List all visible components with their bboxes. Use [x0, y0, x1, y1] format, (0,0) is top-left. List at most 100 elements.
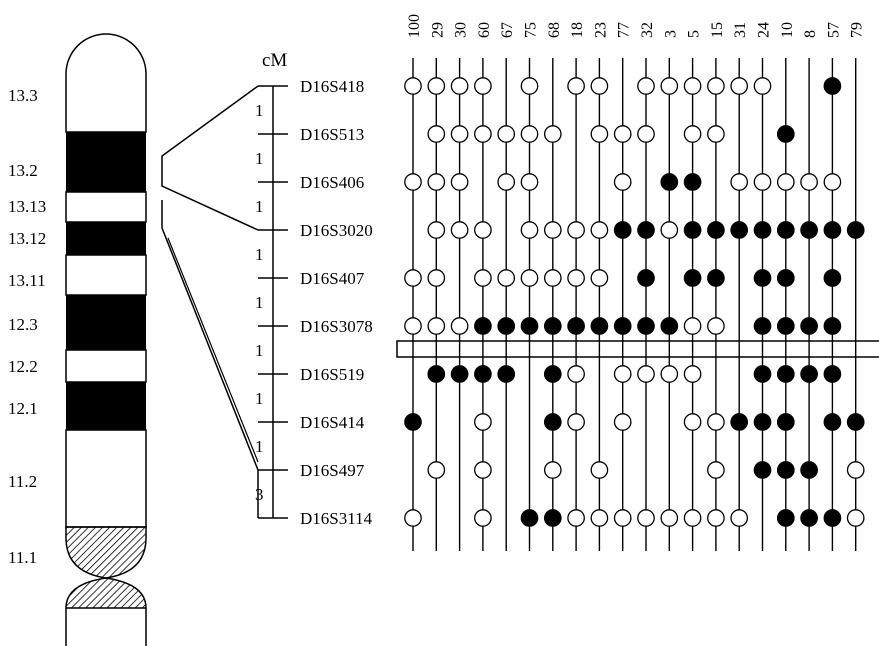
centromere-lower [66, 578, 146, 608]
band-labels: 13.3 13.2 13.13 13.12 13.11 12.3 12.2 12… [8, 86, 46, 567]
individual-column: 10 [778, 22, 796, 551]
allele-open [661, 222, 677, 238]
band-connectors [162, 86, 258, 518]
individual-column: 60 [475, 22, 493, 551]
marker-label: D16S406 [300, 173, 364, 192]
individual-label: 18 [569, 22, 586, 38]
individual-column: 23 [591, 22, 609, 551]
marker-label: D16S513 [300, 125, 364, 144]
allele-filled [824, 270, 840, 286]
allele-open [545, 222, 561, 238]
allele-filled [405, 414, 421, 430]
individual-column: 8 [801, 30, 819, 551]
allele-filled [498, 366, 514, 382]
individual-column: 75 [521, 22, 539, 551]
chromosome-outline [66, 34, 146, 132]
allele-filled [778, 222, 794, 238]
allele-filled [754, 414, 770, 430]
allele-open [615, 510, 631, 526]
allele-filled [684, 222, 700, 238]
allele-open [475, 222, 491, 238]
allele-open [591, 222, 607, 238]
allele-filled [475, 318, 491, 334]
band-label: 12.2 [8, 357, 38, 376]
allele-open [521, 78, 537, 94]
band-13.12 [66, 222, 146, 255]
individual-label: 24 [756, 22, 773, 38]
allele-open [684, 366, 700, 382]
allele-open [428, 462, 444, 478]
band-label: 11.2 [8, 472, 37, 491]
allele-open [521, 174, 537, 190]
allele-open [498, 174, 514, 190]
allele-open [568, 414, 584, 430]
connector-lower-inner [168, 238, 258, 462]
allele-filled [684, 174, 700, 190]
allele-open [428, 222, 444, 238]
allele-filled [754, 222, 770, 238]
individual-label: 23 [592, 22, 609, 38]
allele-open [545, 270, 561, 286]
band-label: 13.2 [8, 161, 38, 180]
allele-open [521, 270, 537, 286]
band-13.2 [66, 132, 146, 192]
allele-open [615, 366, 631, 382]
allele-open [615, 126, 631, 142]
allele-open [498, 270, 514, 286]
individual-column: 79 [848, 22, 866, 551]
allele-open [475, 462, 491, 478]
allele-filled [521, 510, 537, 526]
allele-open [848, 510, 864, 526]
band-label: 13.3 [8, 86, 38, 105]
band-11.2 [66, 430, 146, 527]
individual-label: 3 [662, 30, 679, 38]
allele-filled [824, 366, 840, 382]
individual-column: 68 [545, 22, 563, 551]
allele-filled [498, 318, 514, 334]
individual-column: 32 [638, 22, 656, 551]
marker-label: D16S519 [300, 365, 364, 384]
individual-label: 79 [849, 22, 866, 38]
allele-open [475, 414, 491, 430]
individual-label: 8 [802, 30, 819, 38]
allele-open [591, 270, 607, 286]
allele-open [731, 174, 747, 190]
allele-open [545, 126, 561, 142]
marker-labels: D16S418D16S513D16S406D16S3020D16S407D16S… [300, 77, 373, 528]
individual-label: 30 [453, 22, 470, 38]
allele-filled [708, 222, 724, 238]
allele-open [754, 78, 770, 94]
allele-filled [801, 366, 817, 382]
band-label: 11.1 [8, 548, 37, 567]
individual-column: 5 [684, 30, 702, 551]
allele-open [568, 366, 584, 382]
individual-label: 75 [523, 22, 540, 38]
allele-open [451, 78, 467, 94]
band-label: 13.12 [8, 229, 46, 248]
allele-open [638, 126, 654, 142]
allele-open [428, 174, 444, 190]
marker-label: D16S407 [300, 269, 365, 288]
allele-filled [638, 318, 654, 334]
marker-label: D16S414 [300, 413, 365, 432]
band-label: 13.13 [8, 197, 46, 216]
allele-open [684, 414, 700, 430]
allele-open [568, 270, 584, 286]
allele-open [498, 126, 514, 142]
allele-open [708, 318, 724, 334]
allele-filled [731, 414, 747, 430]
allele-open [521, 126, 537, 142]
allele-filled [824, 510, 840, 526]
allele-open [428, 270, 444, 286]
allele-open [568, 78, 584, 94]
allele-open [731, 78, 747, 94]
band-label: 12.1 [8, 399, 38, 418]
individual-column: 31 [731, 22, 749, 551]
individual-label: 68 [546, 22, 563, 38]
allele-open [615, 174, 631, 190]
individual-column: 29 [428, 22, 446, 551]
marker-label: D16S3114 [300, 509, 373, 528]
cm-header: cM [262, 50, 287, 71]
allele-open [754, 174, 770, 190]
cm-interval-label: 1 [255, 341, 264, 360]
